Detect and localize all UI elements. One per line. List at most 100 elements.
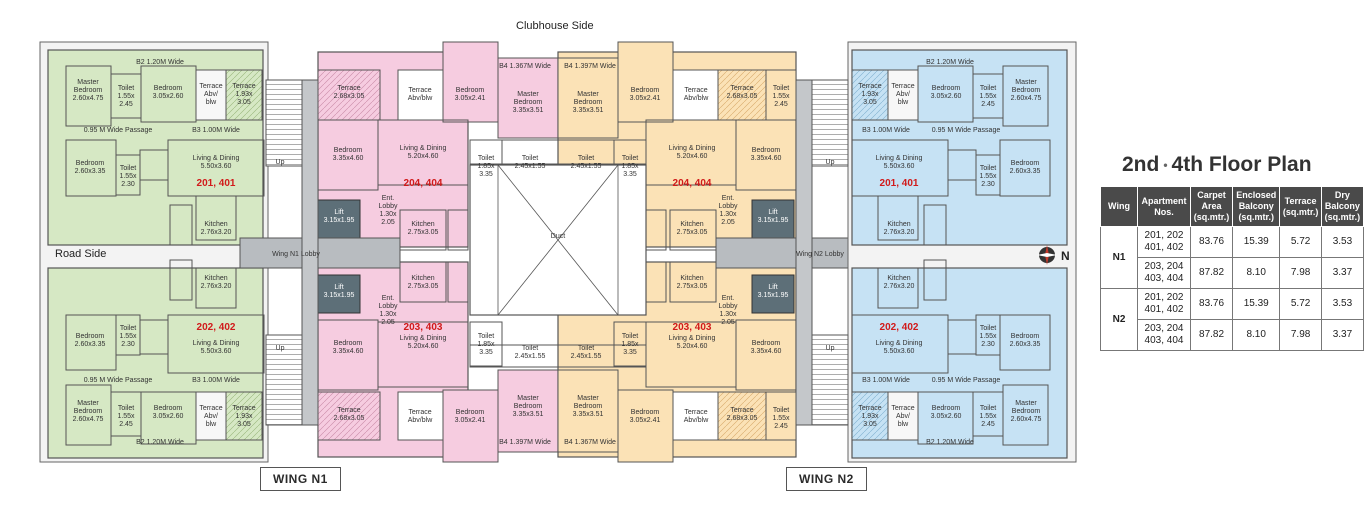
carpet-cell: 87.82 bbox=[1189, 319, 1234, 351]
apt-cell: 201, 202 401, 402 bbox=[1137, 288, 1191, 320]
apt-cell: 203, 204 403, 404 bbox=[1137, 319, 1191, 351]
enclosed-cell: 15.39 bbox=[1232, 288, 1281, 320]
balcony-label: B4 1.367M Wide bbox=[564, 439, 616, 446]
n1-apt-bottom-number: 202, 402 bbox=[197, 322, 236, 333]
wing-n1-label: WING N1 bbox=[260, 467, 341, 491]
passage-label: 0.95 M Wide Passage bbox=[84, 127, 153, 134]
n1-lobby-label: Wing N1 Lobby bbox=[272, 251, 320, 258]
col-wing: Wing bbox=[1100, 186, 1138, 227]
title-separator: • bbox=[1163, 158, 1168, 173]
wing-n2-label: WING N2 bbox=[786, 467, 867, 491]
carpet-cell: 83.76 bbox=[1189, 288, 1234, 320]
table-row: N1 201, 202 401, 402 83.76 15.39 5.72 3.… bbox=[1100, 226, 1365, 289]
dry-cell: 3.53 bbox=[1320, 226, 1365, 258]
balcony-label: B2 1.20M Wide bbox=[926, 59, 974, 66]
n2-lobby-label: Wing N2 Lobby bbox=[796, 251, 844, 258]
col-enclosed: Enclosed Balcony (sq.mtr.) bbox=[1232, 186, 1281, 227]
north-label: N bbox=[1061, 249, 1070, 263]
col-dry: Dry Balcony (sq.mtr.) bbox=[1320, 186, 1365, 227]
apt-cell: 201, 202 401, 402 bbox=[1137, 226, 1191, 258]
n2-apt-bottom-number: 202, 402 bbox=[880, 322, 919, 333]
stair-up-label: Up bbox=[276, 159, 285, 166]
col-apartment: Apartment Nos. bbox=[1137, 186, 1191, 227]
floor-plan: Clubhouse Side Road Side Wing N1 Lobby W… bbox=[39, 20, 1077, 463]
terrace-cell: 7.98 bbox=[1279, 257, 1322, 289]
col-carpet: Carpet Area (sq.mtr.) bbox=[1189, 186, 1234, 227]
passage-label: 0.95 M Wide Passage bbox=[932, 377, 1001, 384]
passage-label: 0.95 M Wide Passage bbox=[84, 377, 153, 384]
wing-cell: N1 bbox=[1100, 226, 1138, 289]
dry-cell: 3.37 bbox=[1320, 257, 1365, 289]
n2-apt-center-bottom-number: 203, 403 bbox=[673, 322, 712, 333]
enclosed-cell: 15.39 bbox=[1232, 226, 1281, 258]
terrace-cell: 5.72 bbox=[1279, 288, 1322, 320]
n1-apt-center-bottom-number: 203, 403 bbox=[404, 322, 443, 333]
title-main: 2nd bbox=[1122, 153, 1160, 176]
stair-up-label: Up bbox=[826, 345, 835, 352]
table-row: 203, 204 403, 404 87.82 8.10 7.98 3.37 bbox=[1101, 257, 1365, 289]
wing-n2-right-block bbox=[811, 41, 1077, 463]
balcony-label: B4 1.397M Wide bbox=[499, 439, 551, 446]
balcony-label: B2 1.20M Wide bbox=[136, 59, 184, 66]
floor-plan-title: 2nd•4th Floor Plan bbox=[1122, 153, 1312, 177]
balcony-label: B2 1.20M Wide bbox=[926, 439, 974, 446]
balcony-label: B4 1.397M Wide bbox=[564, 63, 616, 70]
n2-stair-bottom bbox=[811, 334, 849, 426]
n1-lobby bbox=[239, 237, 401, 269]
balcony-label: B4 1.367M Wide bbox=[499, 63, 551, 70]
enclosed-cell: 8.10 bbox=[1232, 257, 1281, 289]
stair-up-label: Up bbox=[826, 159, 835, 166]
